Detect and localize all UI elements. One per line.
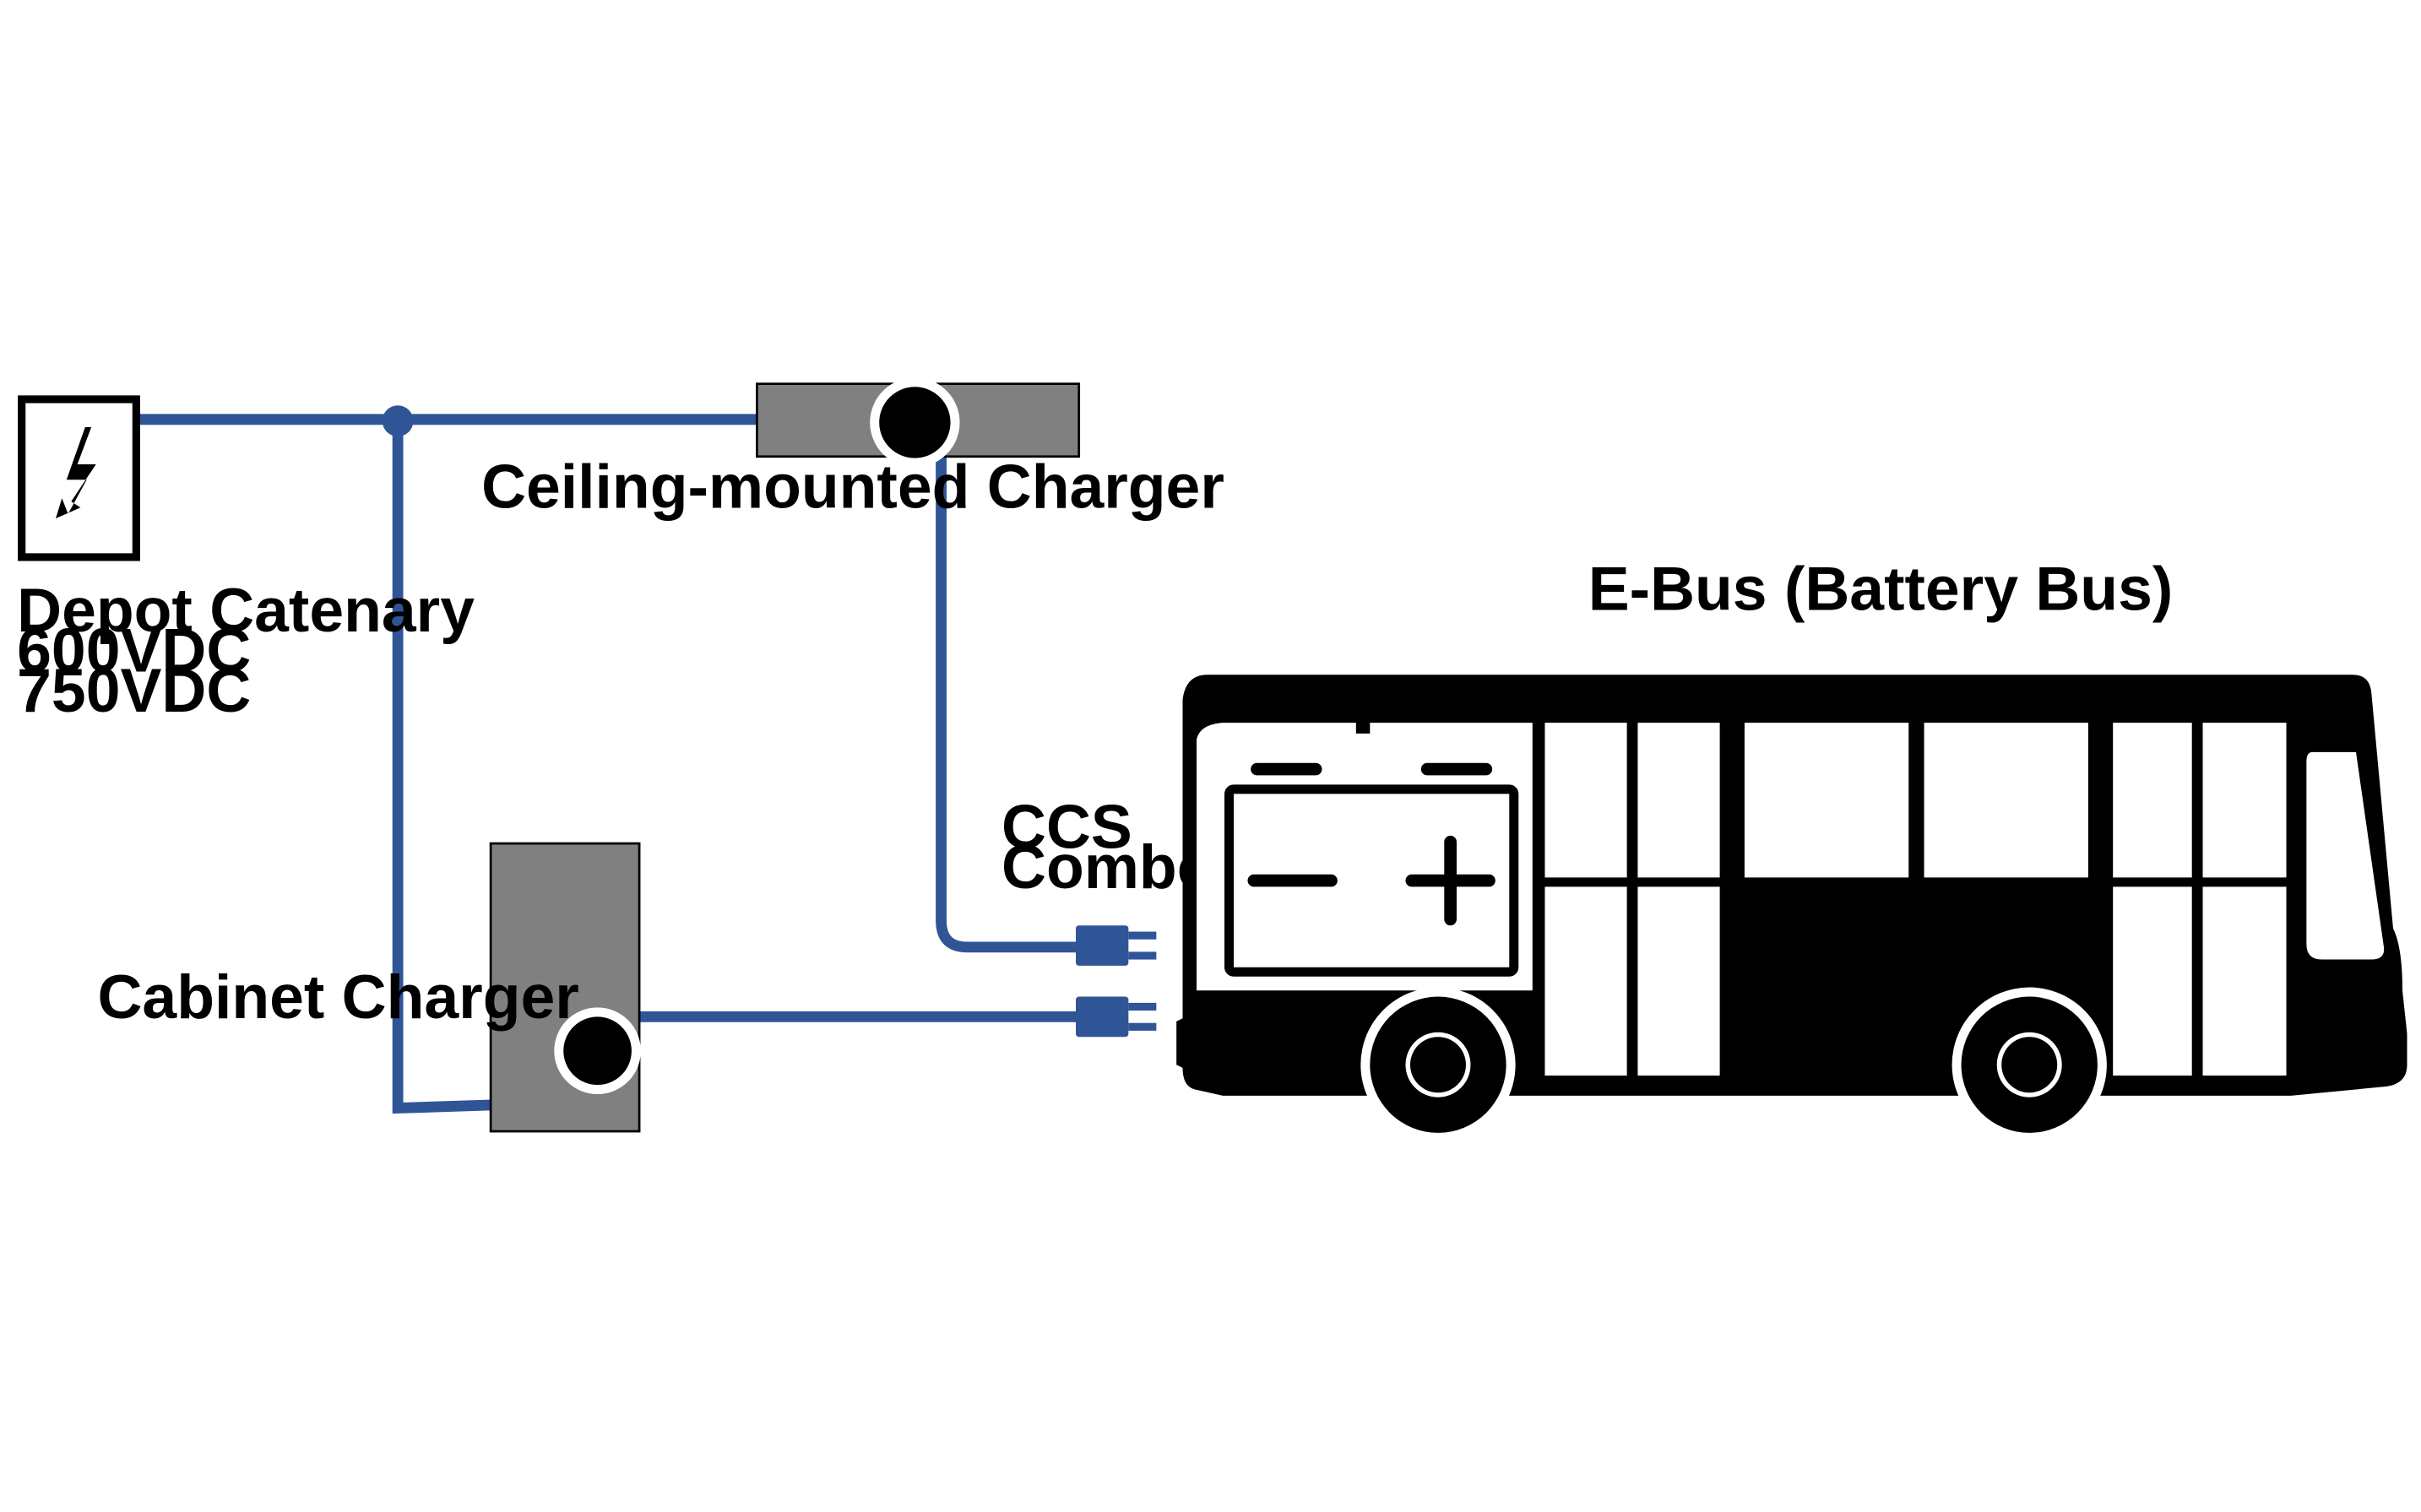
battery-case	[1224, 784, 1519, 977]
source-label-line3: 750VDC	[17, 656, 251, 725]
bus-window	[2113, 723, 2192, 878]
cable-catenary-to-cabinet	[392, 422, 493, 1114]
bus-window	[1637, 886, 1720, 1076]
battery-panel	[1197, 723, 1533, 991]
bus-wheel-rear	[1951, 987, 2107, 1142]
ccs-connectors	[1076, 925, 1157, 1038]
bus-windows	[1544, 723, 2385, 1076]
battery-icon	[1197, 723, 1533, 991]
battery-plus-vertical	[1444, 835, 1457, 926]
bus-window	[1924, 723, 2088, 878]
source-label-line2: 600VDC	[17, 616, 251, 686]
ceiling-charger-label: Ceiling-mounted Charger	[481, 452, 1224, 521]
bus-window	[2202, 723, 2287, 878]
cable-ceiling-to-connector	[936, 452, 1084, 953]
battery-terminal-right	[1420, 762, 1493, 776]
bus-silhouette-icon	[1176, 675, 2407, 1142]
battery-terminal-left	[1251, 762, 1322, 776]
source-label-line1: Depot Catenary	[17, 576, 475, 645]
ccs-plug-lower	[1076, 996, 1157, 1038]
bus-window	[2113, 886, 2192, 1076]
cable-junction	[382, 405, 414, 436]
cables	[136, 414, 1084, 1114]
bus-window	[1544, 723, 1627, 878]
cabinet-charger-label: Cabinet Charger	[97, 962, 578, 1032]
cabinet-charger-port	[554, 1007, 641, 1095]
ceiling-charger	[756, 377, 1081, 468]
power-source	[18, 395, 140, 561]
battery-minus-sign	[1247, 874, 1338, 887]
bus-wheel-front	[1360, 987, 1516, 1142]
bus-label: E-Bus (Battery Bus)	[1588, 554, 2173, 623]
bus-window	[1744, 723, 1909, 878]
bus-window	[1544, 886, 1627, 1076]
bus-windshield	[2306, 751, 2385, 960]
lightning-bolt-icon	[55, 426, 96, 519]
source-label: Depot Catenary 600VDC 750VDC	[17, 576, 491, 725]
bus-window	[2202, 886, 2287, 1076]
bus-window	[1637, 723, 1720, 878]
connector-label-line1: CCS	[1002, 793, 1132, 862]
cabinet-charger	[489, 842, 641, 1133]
ccs-plug-upper	[1076, 925, 1157, 966]
ceiling-charger-port	[870, 377, 960, 468]
